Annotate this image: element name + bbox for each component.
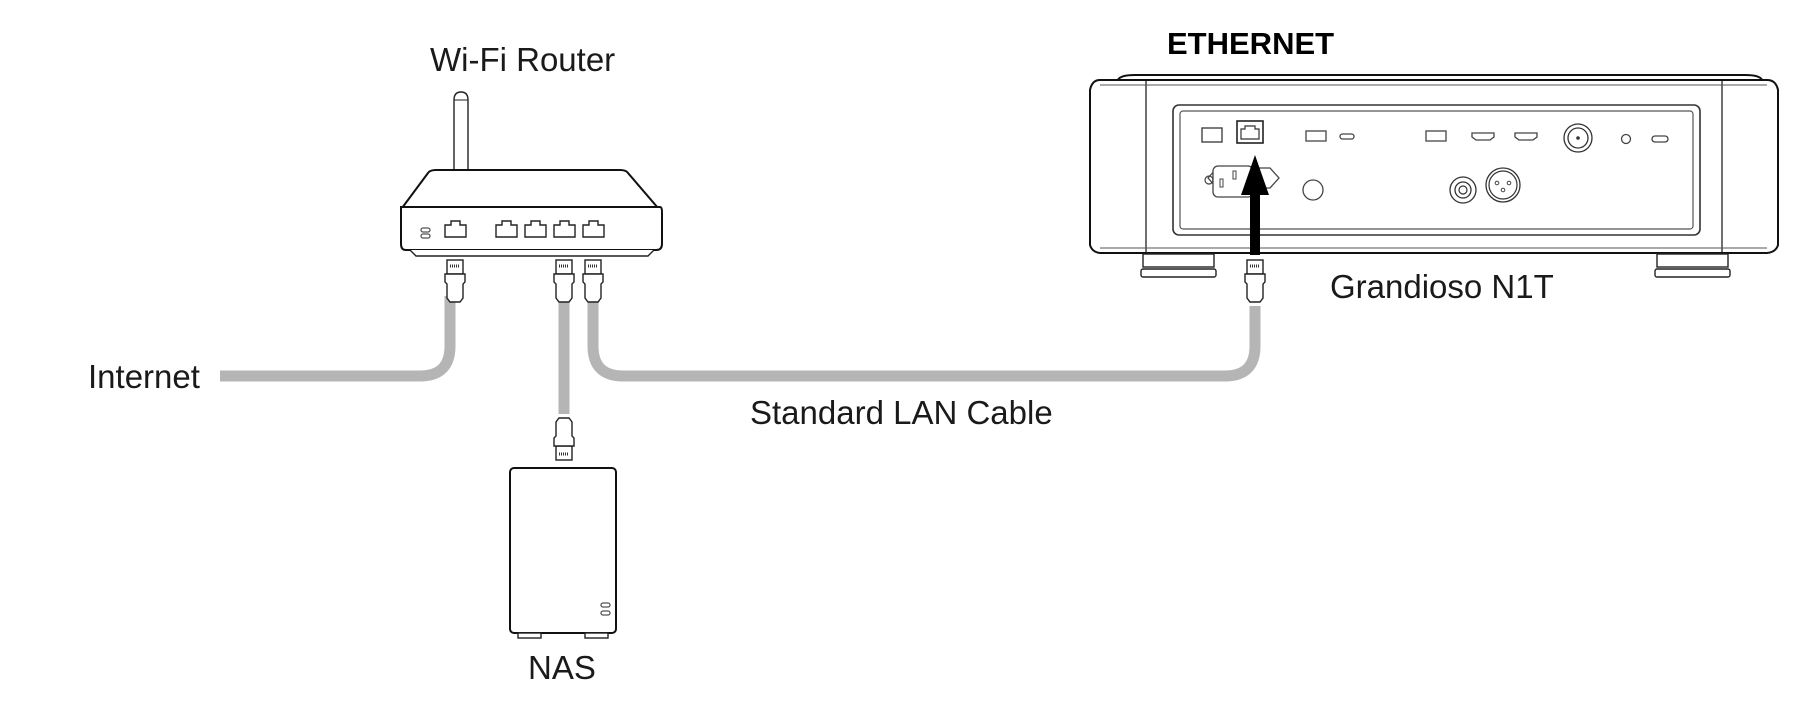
lan-cable-label: Standard LAN Cable xyxy=(750,394,1053,431)
bnc-port xyxy=(1563,123,1593,153)
ac-inlet xyxy=(1204,165,1280,198)
device-foot xyxy=(1140,253,1217,278)
device-label: Grandioso N1T xyxy=(1330,268,1554,305)
status-led xyxy=(600,602,611,608)
status-led xyxy=(420,233,431,239)
ethernet-port xyxy=(1236,120,1264,144)
lan-port xyxy=(524,220,547,238)
rj45-plug-icon xyxy=(444,259,466,303)
router-label: Wi-Fi Router xyxy=(430,41,615,78)
lan-cable xyxy=(587,296,1261,382)
internet-label: Internet xyxy=(88,358,200,395)
rj45-plug-icon xyxy=(1244,259,1266,303)
internet-cable xyxy=(220,296,456,382)
status-led xyxy=(420,227,431,233)
antenna-icon xyxy=(453,91,469,171)
usb-a-port xyxy=(1305,130,1327,142)
ethernet-label: ETHERNET xyxy=(1167,26,1334,61)
wan-port xyxy=(444,220,467,238)
device-foot xyxy=(1654,253,1731,278)
hdmi-port xyxy=(1471,132,1495,141)
rj45-plug-icon xyxy=(582,259,604,303)
rj45-plug-icon xyxy=(553,259,575,303)
lan-port xyxy=(582,220,605,238)
status-led xyxy=(600,610,611,616)
grandioso-n1t-device xyxy=(1089,74,1779,278)
optical-port xyxy=(1201,127,1223,143)
usb-c-port xyxy=(1339,133,1355,140)
wifi-router xyxy=(400,91,663,257)
nas-label: NAS xyxy=(528,649,596,686)
rca-coaxial xyxy=(1449,176,1477,204)
usb-c-port xyxy=(1651,135,1669,143)
lan-port xyxy=(495,220,518,238)
usb-a-port xyxy=(1425,130,1447,142)
xlr-balanced xyxy=(1485,167,1521,203)
nas-device xyxy=(509,467,617,639)
ground-terminal xyxy=(1302,179,1324,201)
lan-port xyxy=(553,220,576,238)
hdmi-port xyxy=(1514,132,1538,141)
arrow-up-icon xyxy=(1241,155,1269,255)
headphone-jack xyxy=(1620,133,1632,145)
rj45-plug-icon xyxy=(553,417,575,461)
